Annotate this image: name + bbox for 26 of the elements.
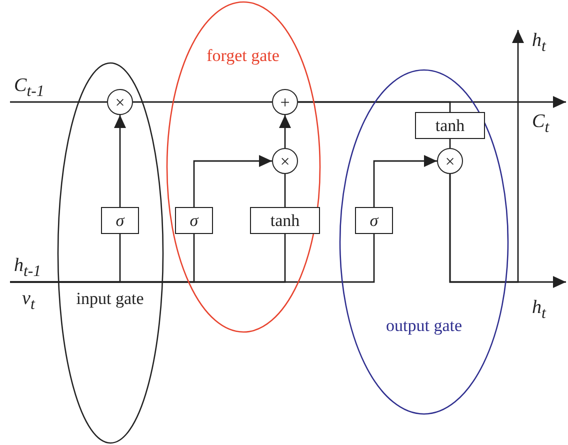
signal-label: h$_{t}$ <box>532 297 546 324</box>
arrow <box>114 115 126 207</box>
signal-label: v$_{t}$ <box>22 288 35 314</box>
gate-label: forget gate <box>206 46 280 66</box>
signal-label: h$_{t-1}$ <box>14 255 42 282</box>
activation-box: σ <box>355 207 393 234</box>
activation-box: σ <box>175 207 213 234</box>
connector-line <box>298 101 451 112</box>
connector-line <box>133 101 272 103</box>
arrow <box>449 30 524 283</box>
connector-line <box>10 234 375 283</box>
signal-label: C$_{t}$ <box>532 111 550 138</box>
signal-label: C$_{t-1}$ <box>14 75 44 102</box>
operation-circle: × <box>272 148 298 174</box>
arrow <box>279 115 291 148</box>
signal-label: h$_{t}$ <box>532 30 546 57</box>
gate-label: input gate <box>76 289 144 309</box>
operation-circle: + <box>272 89 298 115</box>
arrow <box>193 155 272 207</box>
activation-box: σ <box>101 207 139 234</box>
operation-circle: × <box>437 148 463 174</box>
arrow <box>373 155 437 207</box>
gate-label: output gate <box>386 316 462 336</box>
connector-line <box>10 101 107 103</box>
connector-line <box>284 174 286 207</box>
operation-circle: × <box>107 89 133 115</box>
